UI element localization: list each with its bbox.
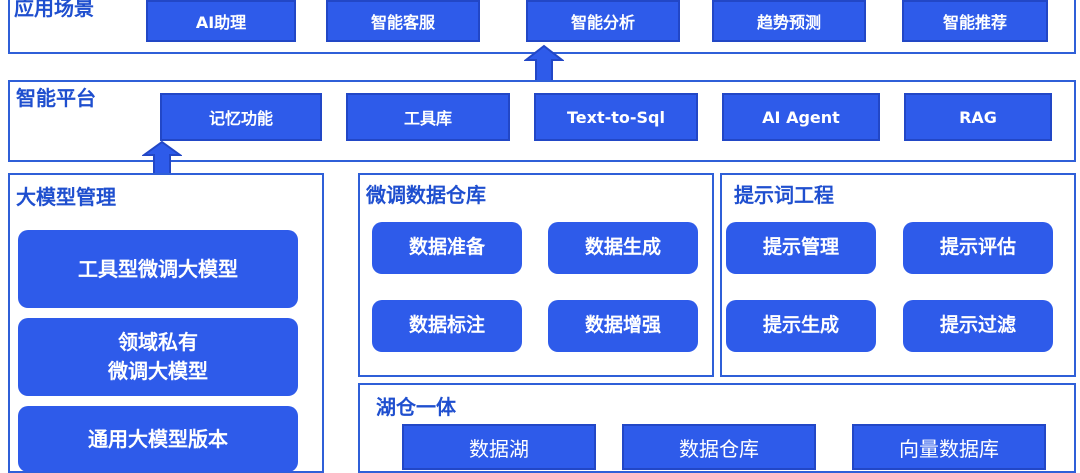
app-item-smart-service: 智能客服 [326,0,480,42]
finetune-warehouse-title: 微调数据仓库 [366,183,486,207]
lakehouse-title: 湖仓一体 [376,395,456,419]
platform-item-tool-library: 工具库 [346,93,510,141]
model-domain-private-line1: 领域私有 [118,330,198,354]
data-annotation: 数据标注 [372,300,522,352]
prompt-filtering: 提示过滤 [903,300,1053,352]
prompt-evaluation: 提示评估 [903,222,1053,274]
platform-item-ai-agent: AI Agent [722,93,880,141]
platform-layer-title: 智能平台 [16,86,96,110]
model-tool-finetuned-label: 工具型微调大模型 [78,256,238,281]
application-layer-title: 应用场景 [14,0,94,20]
data-lake: 数据湖 [402,424,596,470]
app-item-trend-forecast: 趋势预测 [712,0,866,42]
model-tool-finetuned: 工具型微调大模型 [18,230,298,308]
data-generation: 数据生成 [548,222,698,274]
platform-item-memory: 记忆功能 [160,93,322,141]
app-item-ai-assistant: AI助理 [146,0,296,42]
model-general-version-label: 通用大模型版本 [88,426,228,451]
prompt-management: 提示管理 [726,222,876,274]
model-general-version: 通用大模型版本 [18,406,298,472]
platform-item-rag: RAG [904,93,1052,141]
data-warehouse: 数据仓库 [622,424,816,470]
data-preparation: 数据准备 [372,222,522,274]
arrow-up-to-application [524,44,564,82]
arrow-up-to-platform [142,140,182,176]
prompt-engineering-title: 提示词工程 [734,183,834,207]
app-item-smart-analysis: 智能分析 [526,0,680,42]
model-domain-private-line2: 微调大模型 [108,359,208,383]
app-item-smart-recommend: 智能推荐 [902,0,1048,42]
vector-database: 向量数据库 [852,424,1046,470]
model-management-title: 大模型管理 [16,185,116,209]
platform-item-text-to-sql: Text-to-Sql [534,93,698,141]
prompt-generation: 提示生成 [726,300,876,352]
model-domain-private: 领域私有 微调大模型 [18,318,298,396]
data-augmentation: 数据增强 [548,300,698,352]
